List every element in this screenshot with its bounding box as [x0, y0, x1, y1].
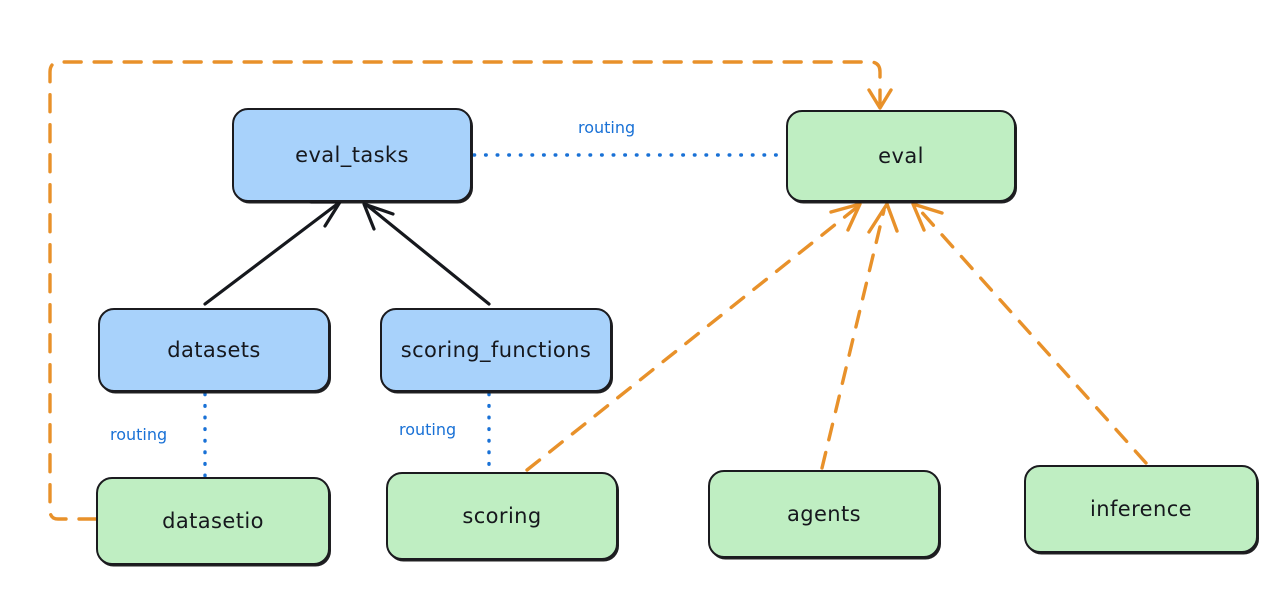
- node-datasets[interactable]: datasets: [98, 308, 330, 392]
- edge-scoring_functions-to-eval_tasks: [362, 202, 491, 306]
- edge-datasets-to-eval_tasks: [203, 200, 342, 306]
- node-eval[interactable]: eval: [786, 110, 1016, 202]
- node-scoring-functions[interactable]: scoring_functions: [380, 308, 612, 392]
- node-label: scoring: [462, 504, 542, 528]
- node-label: inference: [1090, 497, 1192, 521]
- node-label: eval: [878, 144, 924, 168]
- edge-label-routing-scoring: routing: [399, 420, 457, 439]
- edge-inference-to-eval: [911, 202, 1148, 465]
- node-label: datasets: [167, 338, 261, 362]
- edge-agents-to-eval: [820, 202, 899, 470]
- node-label: datasetio: [162, 509, 264, 533]
- node-label: scoring_functions: [400, 338, 592, 362]
- node-eval-tasks[interactable]: eval_tasks: [232, 108, 472, 202]
- node-datasetio[interactable]: datasetio: [96, 477, 330, 565]
- node-agents[interactable]: agents: [708, 470, 940, 558]
- edge-label-routing-datasetio: routing: [110, 425, 168, 444]
- node-scoring[interactable]: scoring: [386, 472, 618, 560]
- node-inference[interactable]: inference: [1024, 465, 1258, 553]
- node-label: eval_tasks: [295, 143, 409, 167]
- edge-label-routing-eval: routing: [578, 118, 636, 137]
- node-label: agents: [786, 502, 861, 526]
